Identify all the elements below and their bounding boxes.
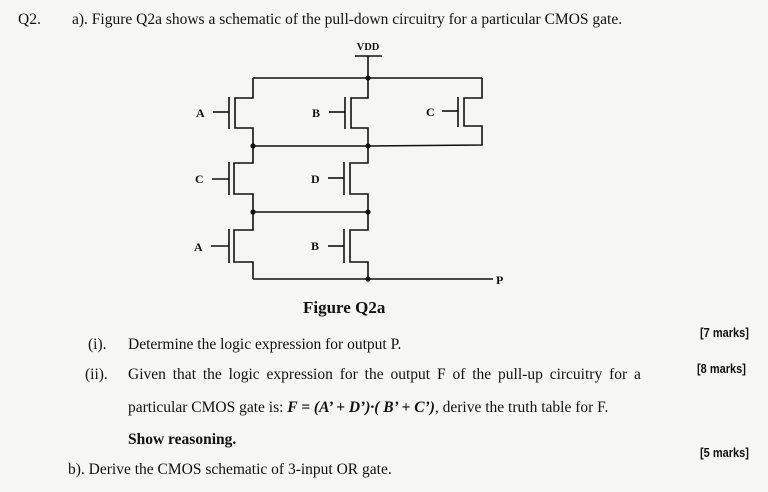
sub-ii-number: (ii). xyxy=(85,366,108,383)
gate-label-a2: A xyxy=(194,240,203,254)
gate-label-c1: C xyxy=(426,105,435,119)
sub-ii-line2-prefix: particular CMOS gate is: xyxy=(128,399,288,416)
vdd-label: VDD xyxy=(357,42,380,53)
sub-ii-line2: particular CMOS gate is: F = (A’ + D’)·(… xyxy=(128,399,608,417)
figure-caption: Figure Q2a xyxy=(303,298,386,317)
output-label-p: P xyxy=(496,273,503,287)
sub-ii-line2-suffix: , derive the truth table for F. xyxy=(434,399,609,416)
gate-label-b1: B xyxy=(312,106,320,120)
sub-i-text: Determine the logic expression for outpu… xyxy=(128,336,402,353)
sub-i-number: (i). xyxy=(88,336,107,353)
gate-label-b2: B xyxy=(311,239,319,253)
gate-label-d: D xyxy=(311,172,320,186)
f-expression: F = (A’ + D’)·( B’ + C’) xyxy=(287,399,435,416)
part-b-text: b). Derive the CMOS schematic of 3-input… xyxy=(68,461,392,478)
marks-ii: [8 marks] xyxy=(697,362,746,376)
part-a-text: a). Figure Q2a shows a schematic of the … xyxy=(72,11,623,28)
sub-ii-line1: Given that the logic expression for the … xyxy=(128,366,641,383)
show-reasoning: Show reasoning. xyxy=(128,431,237,448)
circuit-wires xyxy=(211,55,493,280)
marks-b: [5 marks] xyxy=(700,446,749,460)
junction-dots xyxy=(250,75,371,282)
marks-i: [7 marks] xyxy=(700,326,749,340)
gate-label-a1: A xyxy=(196,106,205,120)
question-number: Q2. xyxy=(18,11,41,28)
gate-label-c2: C xyxy=(195,172,204,186)
